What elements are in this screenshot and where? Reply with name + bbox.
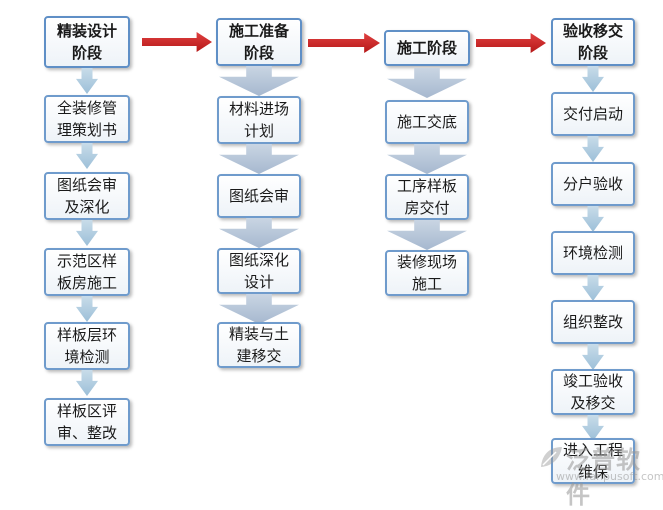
step-acceptance-6: 进入工程 维保: [551, 438, 635, 484]
process-flow-diagram: 精装设计 阶段 施工准备 阶段 施工阶段 验收移交 阶段 全装修管 理策划书 图…: [44, 16, 663, 509]
step-design-2: 图纸会审 及深化: [44, 172, 130, 220]
step-acceptance-4: 组织整改: [551, 300, 635, 344]
down-arrow: [76, 370, 98, 396]
step-acceptance-2: 分户验收: [551, 162, 635, 206]
down-arrow: [76, 68, 98, 94]
down-arrow: [387, 144, 467, 174]
down-arrow: [582, 344, 604, 370]
down-arrow: [582, 136, 604, 162]
step-acceptance-5: 竣工验收 及移交: [551, 369, 635, 415]
step-construction-2: 工序样板 房交付: [385, 174, 469, 220]
step-acceptance-1: 交付启动: [551, 92, 635, 136]
down-arrow: [582, 66, 604, 92]
down-arrow: [582, 275, 604, 301]
down-arrow: [76, 220, 98, 246]
step-design-1: 全装修管 理策划书: [44, 95, 130, 143]
phase-header-design: 精装设计 阶段: [44, 16, 130, 68]
step-preparation-2: 图纸会审: [217, 174, 301, 218]
phase-header-preparation: 施工准备 阶段: [216, 18, 302, 66]
phase-header-acceptance: 验收移交 阶段: [551, 18, 635, 66]
flow-arrow-2: [308, 33, 380, 53]
down-arrow: [76, 296, 98, 322]
down-arrow: [219, 218, 299, 248]
phase-header-construction: 施工阶段: [384, 30, 470, 66]
step-preparation-4: 精装与土 建移交: [217, 322, 301, 368]
step-construction-3: 装修现场 施工: [385, 250, 469, 296]
step-preparation-3: 图纸深化 设计: [217, 248, 301, 294]
down-arrow: [387, 68, 467, 98]
step-construction-1: 施工交底: [385, 100, 469, 144]
down-arrow: [582, 206, 604, 232]
down-arrow: [76, 143, 98, 169]
step-preparation-1: 材料进场 计划: [217, 96, 301, 144]
step-design-5: 样板区评 审、整改: [44, 398, 130, 446]
flow-arrow-3: [476, 33, 546, 53]
step-design-4: 样板层环 境检测: [44, 322, 130, 370]
down-arrow: [219, 144, 299, 174]
down-arrow: [219, 66, 299, 96]
down-arrow: [219, 294, 299, 324]
step-acceptance-3: 环境检测: [551, 231, 635, 275]
flow-arrow-1: [142, 32, 212, 52]
down-arrow: [387, 220, 467, 250]
step-design-3: 示范区样 板房施工: [44, 248, 130, 296]
